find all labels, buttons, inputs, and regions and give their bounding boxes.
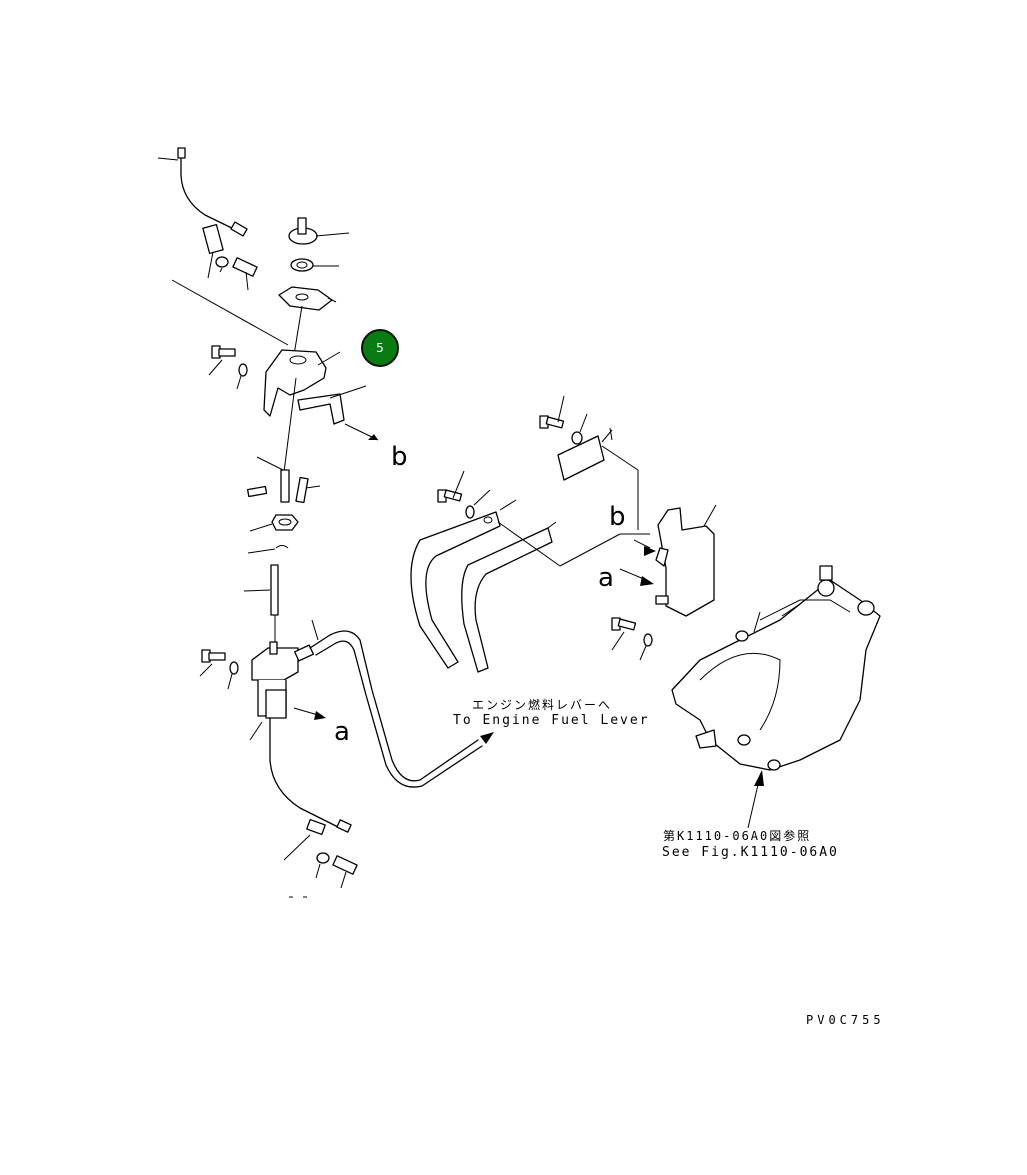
clamp-parts-bottom — [283, 818, 358, 898]
solenoid-actuator — [249, 641, 326, 741]
callout-badge-5[interactable]: 5 — [361, 329, 399, 367]
bolt-washer-left-upper — [208, 345, 248, 390]
mounting-bracket — [619, 504, 717, 617]
lever-bracket — [171, 279, 379, 473]
rod-and-pins — [246, 456, 321, 504]
see-figure-note-jp: 第K1110-06A0図参照 — [663, 829, 812, 843]
connecting-rod — [243, 564, 279, 645]
main-frame — [671, 565, 881, 829]
bolt-washer-right-top — [539, 395, 588, 445]
top-cable — [157, 147, 248, 237]
nut-and-clip — [247, 514, 299, 554]
bolt-washer-center — [437, 470, 491, 519]
fuel-lever-cable — [309, 619, 494, 788]
cover-plate — [557, 429, 639, 530]
bolt-washer-right-lower — [611, 617, 653, 661]
ref-letter-a-left: a — [334, 717, 350, 747]
callout-badge-number: 5 — [376, 341, 384, 355]
bolt-washer-left-lower — [199, 649, 239, 690]
clamp-parts-top — [202, 223, 258, 291]
curved-arm-bracket — [410, 499, 650, 673]
ref-letter-a-right: a — [598, 563, 614, 593]
knob-parts — [278, 217, 350, 356]
engine-lever-note-jp: エンジン燃料レバーへ — [472, 698, 613, 712]
see-figure-note-en: See Fig.K1110-06A0 — [662, 845, 839, 860]
ref-letter-b-right: b — [609, 502, 626, 532]
ref-letter-b-left: b — [391, 442, 408, 472]
engine-lever-note-en: To Engine Fuel Lever — [453, 713, 650, 728]
bottom-cable — [269, 717, 352, 833]
drawing-code: PV0C755 — [806, 1013, 885, 1027]
